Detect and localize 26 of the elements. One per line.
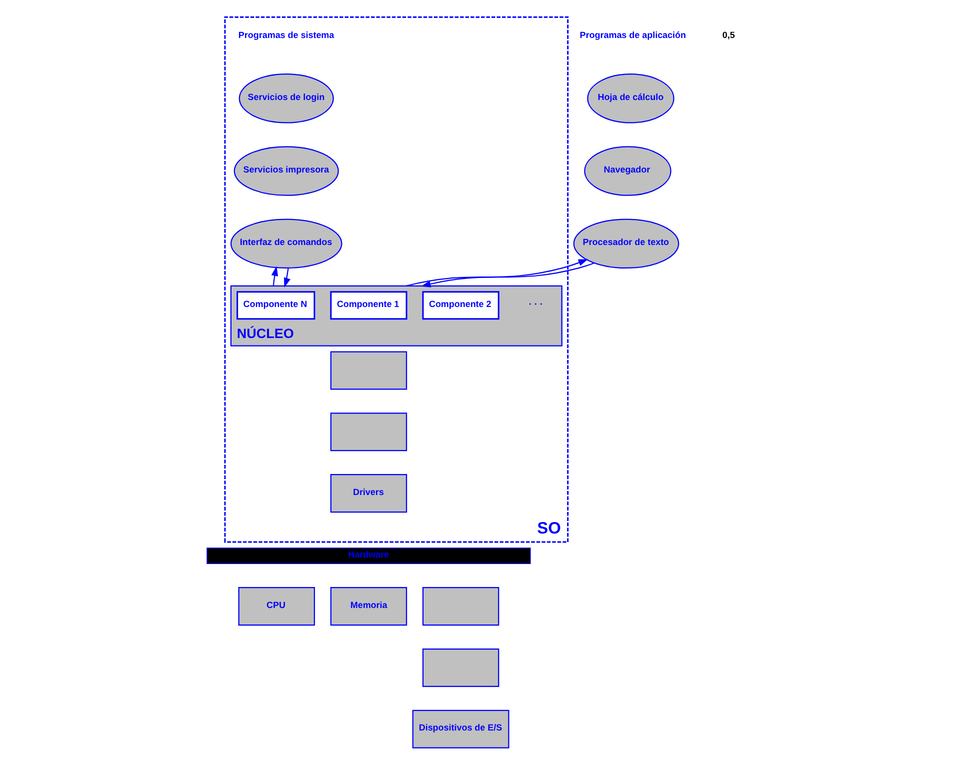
node-box: [422, 648, 500, 687]
node-box: Componente 1: [330, 291, 408, 320]
node-ellipse: Hoja de cálculo: [587, 74, 674, 124]
node-ellipse: Interfaz de comandos: [230, 218, 342, 269]
label: · · ·: [528, 298, 543, 309]
node-box: Componente N: [236, 291, 316, 320]
node-ellipse: Navegador: [584, 146, 672, 196]
label: Programas de sistema: [238, 30, 334, 40]
node-box: Drivers: [330, 474, 408, 513]
node-box: Memoria: [330, 587, 408, 626]
arrow: [284, 268, 290, 288]
node-ellipse: Servicios impresora: [234, 146, 339, 196]
node-box: Dispositivos de E/S: [412, 710, 510, 748]
node-ellipse: Procesador de texto: [573, 218, 680, 269]
node-box: Componente 2: [422, 291, 500, 320]
node-box: [330, 351, 408, 390]
label: Programas de aplicación: [580, 30, 686, 40]
arrow: [406, 259, 588, 286]
node-box: Hardware: [206, 548, 531, 564]
arrow: [420, 262, 595, 288]
node-box: [330, 412, 408, 452]
label: 0,5: [722, 30, 735, 40]
node-ellipse: Servicios de login: [238, 74, 334, 124]
arrow: [271, 266, 278, 286]
node-box: CPU: [238, 587, 315, 626]
node-box: [422, 587, 500, 626]
